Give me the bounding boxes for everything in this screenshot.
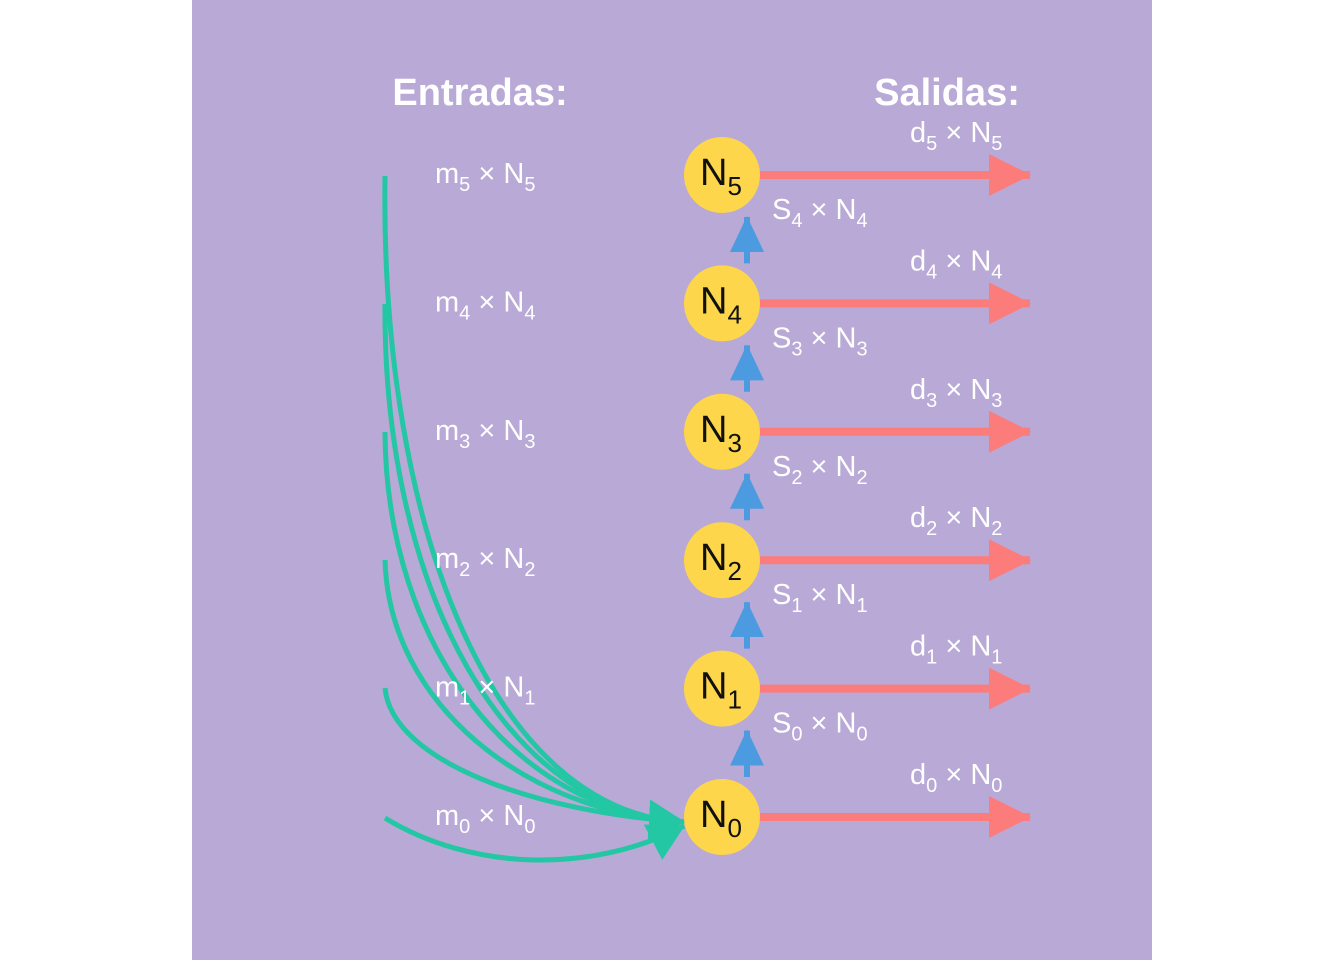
inputs-heading: Entradas: [392, 72, 567, 114]
input-label-4: m4​ × N4​ [435, 286, 535, 324]
transition-label-0: S0​ × N0​ [772, 708, 868, 746]
input-label-1: m1​ × N1​ [435, 672, 535, 710]
output-label-5: d5​ × N5​ [910, 117, 1002, 155]
node-circle-3 [684, 393, 760, 470]
input-label-3: m3​ × N3​ [435, 415, 535, 453]
node-circle-4 [684, 265, 760, 342]
node-label-0: N0 [700, 794, 742, 843]
node-label-1: N1 [700, 666, 742, 715]
input-labels-group: m0​ × N0​ m1​ × N1​ m2​ × N2​ m3​ × N3​ m4​ … [435, 158, 535, 838]
output-label-1: d1​ × N1​ [910, 631, 1002, 669]
transition-label-4: S4​ × N4​ [772, 194, 868, 232]
node-label-4: N4 [700, 280, 742, 329]
node-circle-5 [684, 137, 760, 213]
node-circle-0 [684, 779, 760, 855]
node-circle-1 [684, 650, 760, 727]
output-label-2: d2​ × N2​ [910, 502, 1002, 540]
node-label-3: N3 [700, 409, 742, 458]
node-circle-2 [684, 522, 760, 599]
output-label-0: d0​ × N0​ [910, 759, 1002, 797]
transition-label-2: S2​ × N2​ [772, 451, 868, 489]
transition-label-1: S1​ × N1​ [772, 579, 868, 617]
output-arrows-group: d0​ × N0​ d1​ × N1​ d2​ × N2​ d3​ × N3​ d4​ … [756, 117, 1031, 838]
node-label-2: N2 [700, 537, 742, 586]
input-label-5: m5​ × N5​ [435, 158, 535, 196]
nodes-group: N0 N1 N2 N3 N4 N5 [684, 137, 760, 855]
transition-arrows-group: S0​ × N0​ S1​ × N1​ S2​ × N2​ S3​ × N3​ S4​ … [730, 194, 868, 777]
output-label-4: d4​ × N4​ [910, 245, 1002, 283]
transition-label-3: S3​ × N3​ [772, 322, 868, 360]
input-label-2: m2​ × N2​ [435, 543, 535, 581]
input-label-0: m0​ × N0​ [435, 800, 535, 838]
input-arrow-0 [383, 815, 686, 863]
input-arrows-group [382, 175, 686, 863]
node-label-5: N5 [700, 152, 742, 201]
output-label-3: d3​ × N3​ [910, 374, 1002, 412]
input-arrow-5 [382, 175, 685, 841]
outputs-heading: Salidas: [874, 72, 1020, 114]
